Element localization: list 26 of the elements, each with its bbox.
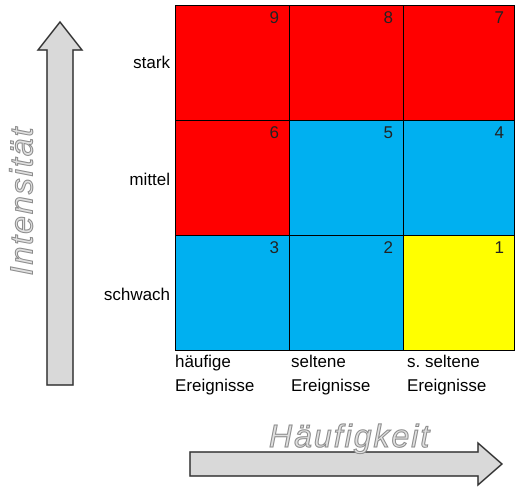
cell-number: 3: [270, 238, 279, 258]
matrix-cell: [289, 120, 404, 236]
row-label: mittel: [128, 170, 170, 190]
row-label: schwach: [102, 285, 170, 305]
matrix-cell: [175, 120, 290, 236]
matrix-cell: [175, 235, 290, 351]
cell-number: 4: [494, 123, 504, 143]
matrix-cell: [289, 235, 404, 351]
matrix-cell: [403, 235, 515, 351]
column-label: häufige Ereignisse: [175, 351, 256, 397]
column-label: s. seltene Ereignisse: [407, 351, 488, 397]
cell-number: 7: [494, 8, 504, 28]
matrix-cell: [403, 120, 515, 236]
column-label: seltene Ereignisse: [291, 351, 372, 397]
cell-number: 6: [270, 123, 279, 143]
matrix-cell: [403, 5, 515, 121]
row-label: stark: [132, 53, 170, 73]
cell-number: 2: [384, 238, 393, 258]
matrix-cell: [289, 5, 404, 121]
cell-number: 5: [384, 123, 393, 143]
cell-number: 8: [384, 8, 393, 28]
axis-title: Häufigkeit: [269, 418, 432, 455]
cell-number: 9: [270, 8, 279, 28]
cell-number: 1: [494, 238, 504, 258]
axis-title: Intensität: [3, 125, 40, 275]
matrix-cell: [175, 5, 290, 121]
